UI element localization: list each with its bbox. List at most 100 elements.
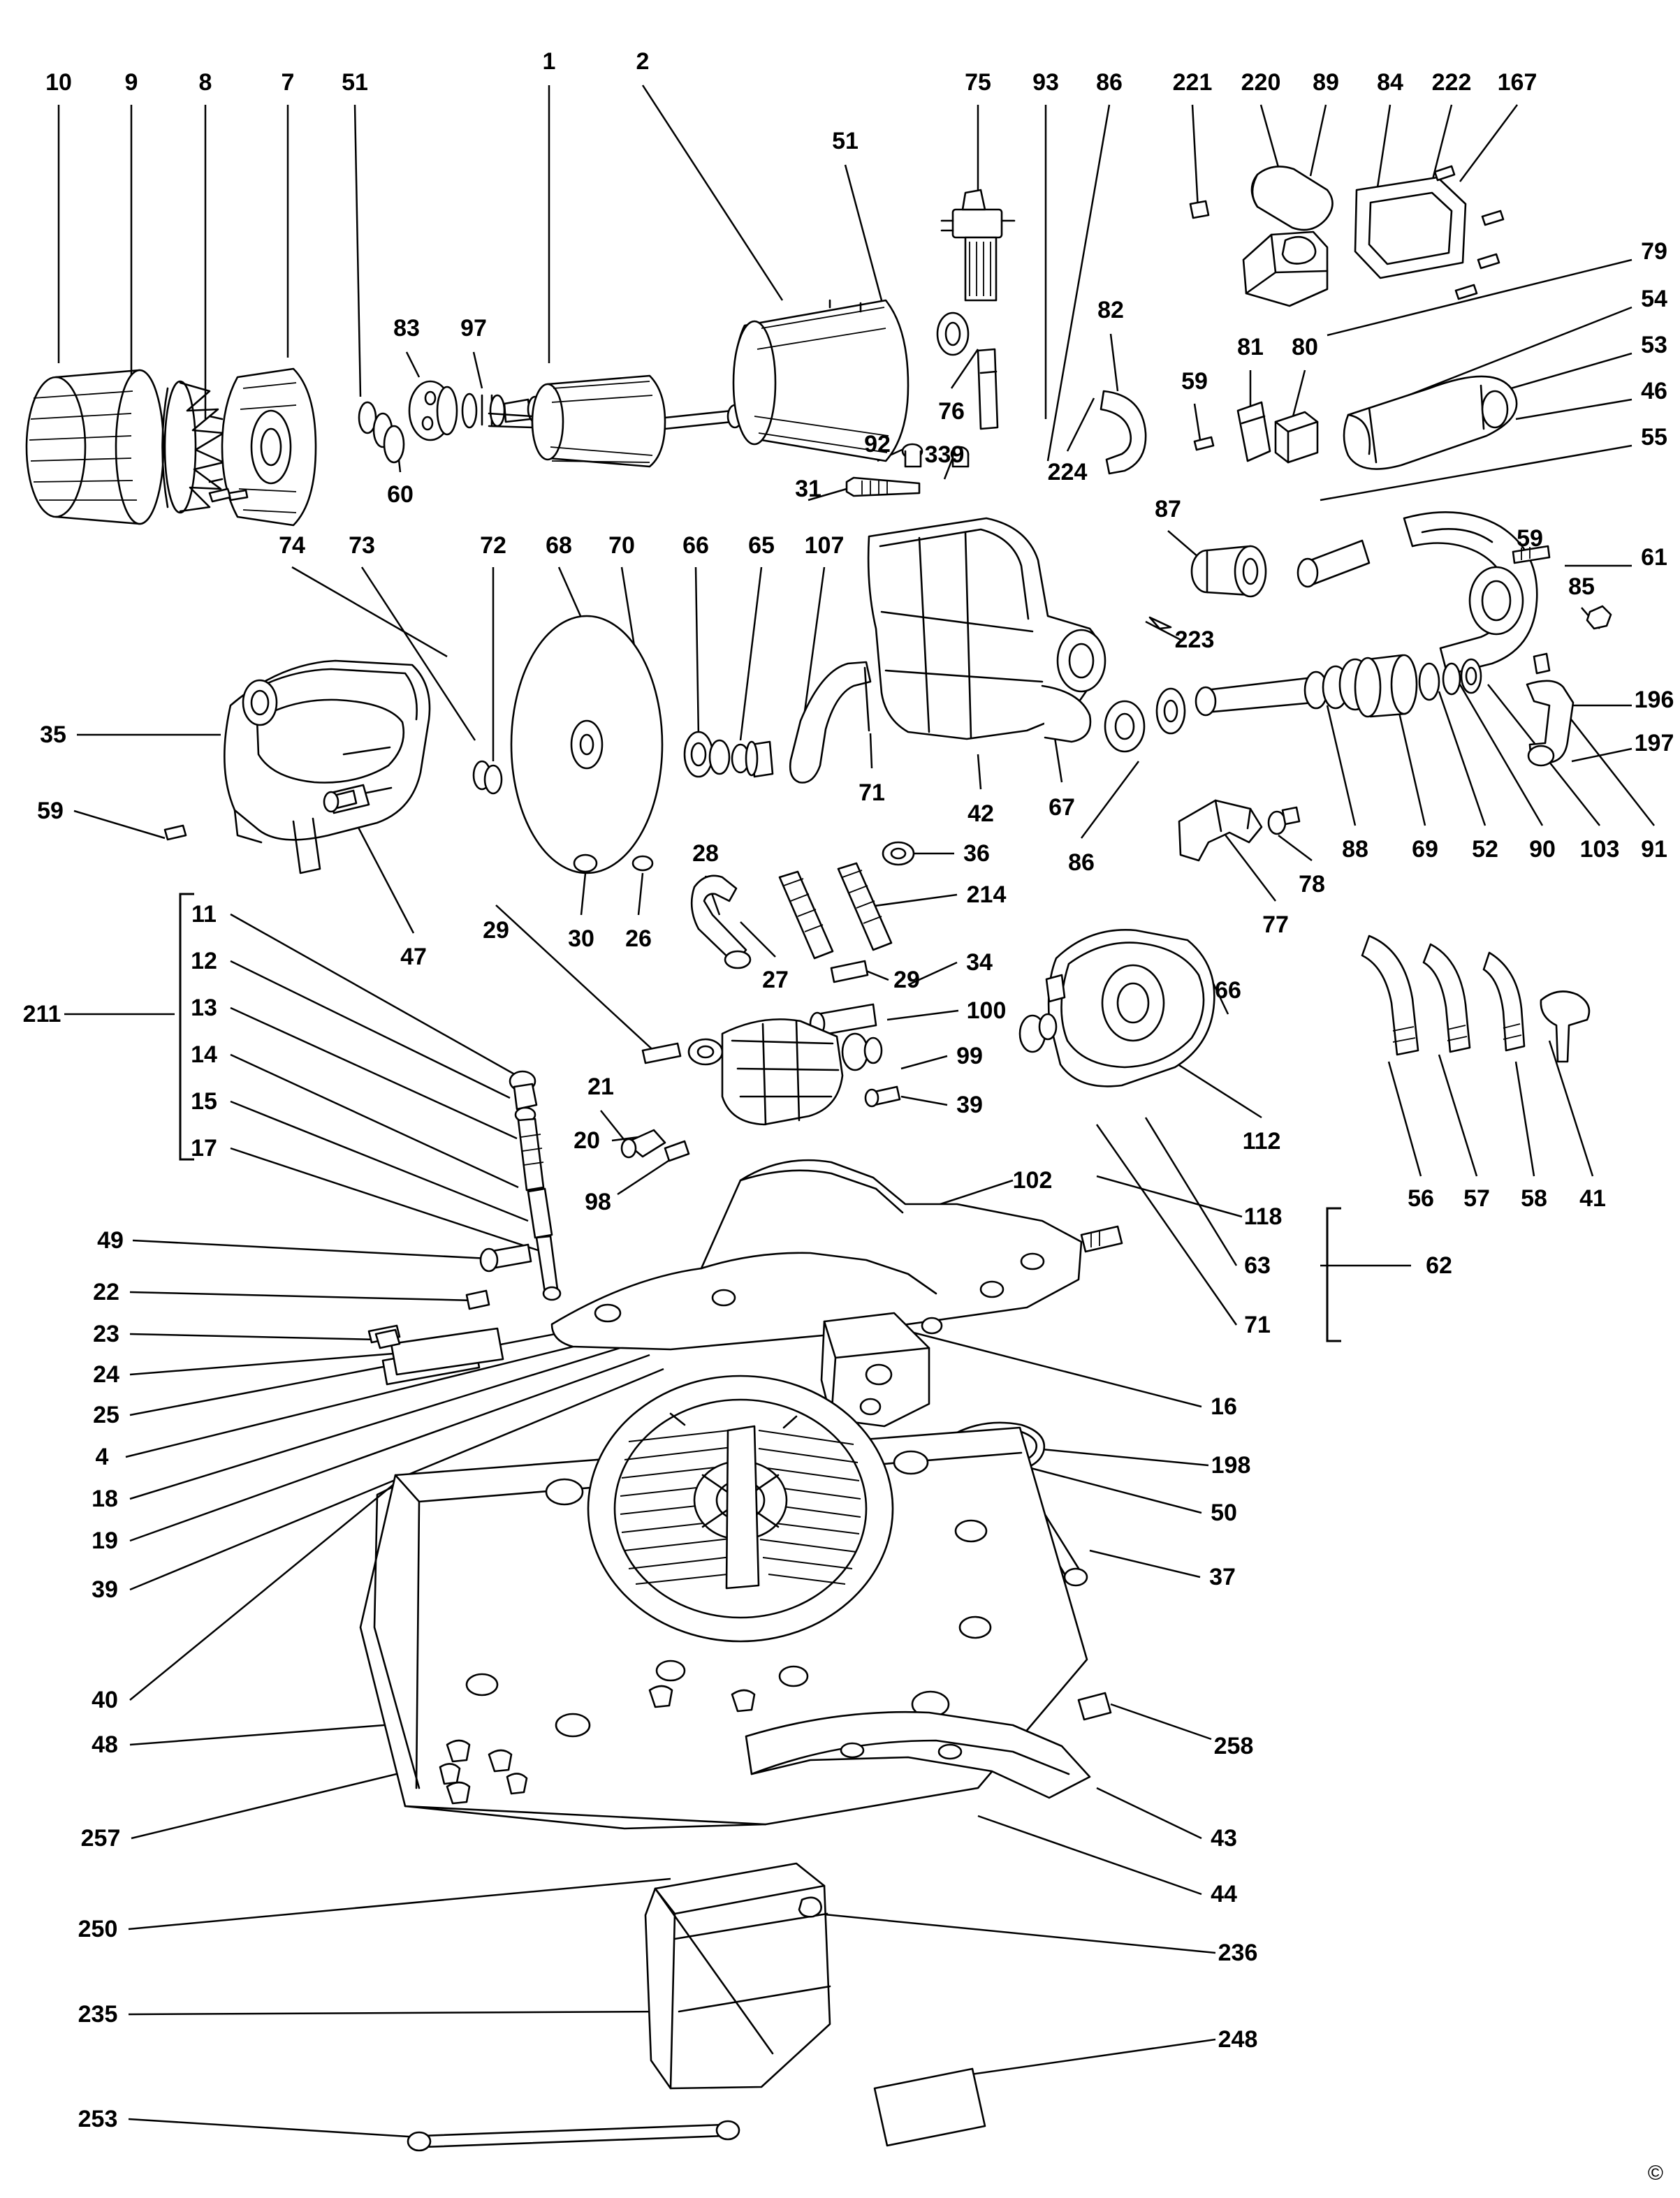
leader-line: [844, 164, 883, 301]
leader-line: [641, 85, 784, 301]
callout-14: 14: [191, 1041, 217, 1068]
callout-258: 258: [1213, 1733, 1254, 1759]
callout-70: 70: [608, 532, 635, 559]
bracket-lines: [179, 893, 1341, 1342]
callout-42: 42: [967, 800, 994, 827]
leader-line: [129, 1291, 476, 1302]
part-80-block: [1274, 411, 1319, 464]
leader-line: [230, 1053, 519, 1189]
leader-line: [1144, 1117, 1238, 1266]
bracket-62: [1326, 1207, 1341, 1342]
callout-77: 77: [1262, 911, 1289, 938]
callout-118: 118: [1243, 1203, 1283, 1230]
leader-line: [129, 1333, 378, 1341]
callout-57: 57: [1463, 1185, 1490, 1212]
part-81-plate: [1236, 401, 1271, 462]
part-167-screw: [1433, 165, 1456, 182]
callout-46: 46: [1641, 378, 1667, 404]
part-bracket-76: [977, 348, 999, 430]
part-85-nut: [1586, 605, 1612, 630]
callout-235: 235: [78, 2001, 118, 2028]
part-brush-cap-83: [408, 380, 458, 441]
callout-20: 20: [574, 1127, 600, 1154]
callout-91: 91: [1641, 836, 1667, 863]
part-196-197: [1526, 680, 1575, 767]
leader-line: [405, 351, 421, 378]
part-87-boss: [1190, 545, 1267, 598]
callout-59: 59: [37, 798, 64, 824]
part-turntable-43: [587, 1375, 894, 1643]
callout-19: 19: [92, 1527, 118, 1554]
callout-48: 48: [92, 1731, 118, 1758]
leader-line: [900, 1055, 948, 1070]
callout-103: 103: [1579, 836, 1620, 863]
callout-21: 21: [587, 1074, 614, 1100]
callout-23: 23: [93, 1321, 119, 1347]
part-bracket-16: [820, 1312, 943, 1428]
part-28-handle: [690, 874, 752, 969]
callout-248: 248: [1218, 2026, 1258, 2053]
callout-79: 79: [1641, 238, 1667, 265]
leader-line: [1109, 333, 1119, 392]
callout-236: 236: [1218, 1940, 1258, 1966]
callout-107: 107: [804, 532, 845, 559]
callout-55: 55: [1641, 424, 1667, 450]
leader-line: [1110, 1703, 1212, 1741]
callout-26: 26: [625, 925, 652, 952]
callout-10: 10: [45, 69, 72, 96]
part-257-screws: [439, 1763, 528, 1795]
callout-49: 49: [97, 1227, 124, 1254]
callout-56: 56: [1408, 1185, 1434, 1212]
callout-9: 9: [124, 69, 138, 96]
part-339: [950, 446, 970, 468]
callout-197: 197: [1634, 730, 1674, 756]
leader-line: [907, 961, 958, 986]
callout-15: 15: [191, 1088, 217, 1115]
leader-line: [129, 1352, 395, 1376]
leader-line: [353, 104, 362, 397]
part-blade-74: [510, 615, 664, 874]
callout-89: 89: [1313, 69, 1339, 96]
callout-86: 86: [1068, 849, 1095, 876]
leader-line: [128, 2010, 671, 2016]
callout-83: 83: [393, 315, 420, 342]
leader-line: [1515, 398, 1632, 420]
part-59-left: [163, 824, 187, 841]
callout-81: 81: [1237, 334, 1264, 360]
leader-line: [617, 1158, 671, 1196]
callout-78: 78: [1299, 871, 1325, 897]
leader-line: [291, 566, 448, 658]
callout-18: 18: [92, 1486, 118, 1512]
callout-34: 34: [966, 949, 993, 976]
callout-47: 47: [400, 944, 427, 970]
callout-167: 167: [1497, 69, 1537, 96]
leader-line: [1191, 104, 1199, 210]
leader-line: [817, 1912, 1216, 1954]
callout-27: 27: [762, 967, 789, 993]
leader-line: [1459, 104, 1519, 182]
callout-198: 198: [1211, 1452, 1251, 1479]
leader-line: [1222, 830, 1276, 902]
callout-22: 22: [93, 1279, 119, 1305]
part-switch-75: [940, 189, 1016, 302]
callout-54: 54: [1641, 286, 1667, 312]
part-fence-44: [745, 1692, 1112, 1799]
part-223-arrow: [1148, 616, 1172, 630]
part-guard-35: [224, 659, 431, 874]
callout-37: 37: [1209, 1564, 1236, 1590]
callout-60: 60: [387, 481, 414, 508]
leader-line: [128, 1877, 671, 1930]
callout-74: 74: [279, 532, 305, 559]
leader-line: [1095, 1124, 1238, 1326]
callout-39: 39: [956, 1092, 983, 1118]
part-73-washer: [472, 760, 503, 795]
leader-line: [1387, 1061, 1422, 1177]
leader-line: [1571, 747, 1632, 763]
part-plate-248: [873, 2067, 986, 2147]
callout-35: 35: [40, 721, 66, 748]
callout-85: 85: [1568, 573, 1595, 600]
leader-line: [132, 1239, 490, 1260]
callout-222: 222: [1431, 69, 1472, 96]
callout-28: 28: [692, 840, 719, 867]
